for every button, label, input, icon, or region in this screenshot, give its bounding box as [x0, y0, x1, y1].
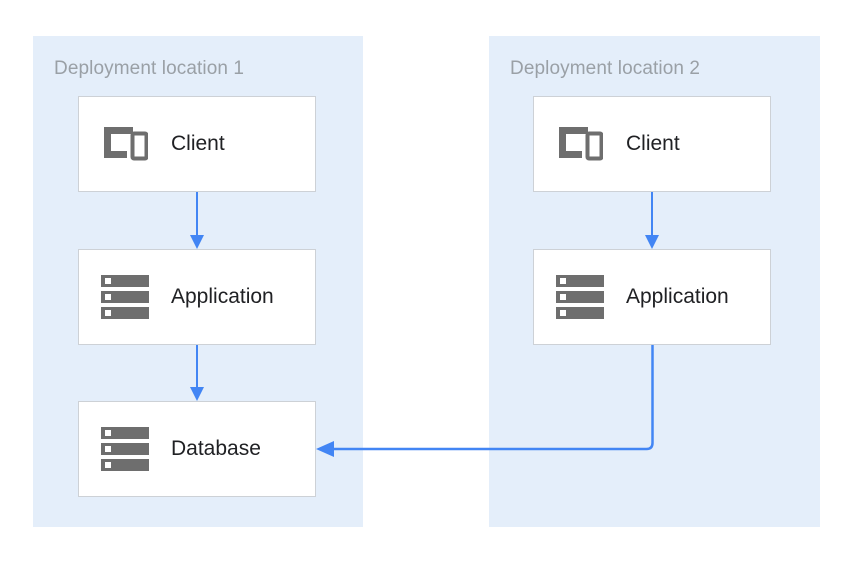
node-label-application-1: Application: [171, 285, 274, 308]
node-label-application-2: Application: [626, 285, 729, 308]
devices-icon: [554, 121, 606, 167]
server-icon: [99, 274, 151, 320]
node-client-1[interactable]: Client: [78, 96, 316, 192]
node-database-1[interactable]: Database: [78, 401, 316, 497]
node-client-2[interactable]: Client: [533, 96, 771, 192]
zone-label-deployment-location-2: Deployment location 2: [510, 58, 701, 79]
server-icon: [99, 426, 151, 472]
devices-icon: [99, 121, 151, 167]
server-icon: [554, 274, 606, 320]
node-label-client-1: Client: [171, 132, 225, 155]
zone-label-deployment-location-1: Deployment location 1: [54, 58, 245, 79]
node-application-2[interactable]: Application: [533, 249, 771, 345]
node-application-1[interactable]: Application: [78, 249, 316, 345]
node-label-client-2: Client: [626, 132, 680, 155]
node-label-database-1: Database: [171, 437, 261, 460]
